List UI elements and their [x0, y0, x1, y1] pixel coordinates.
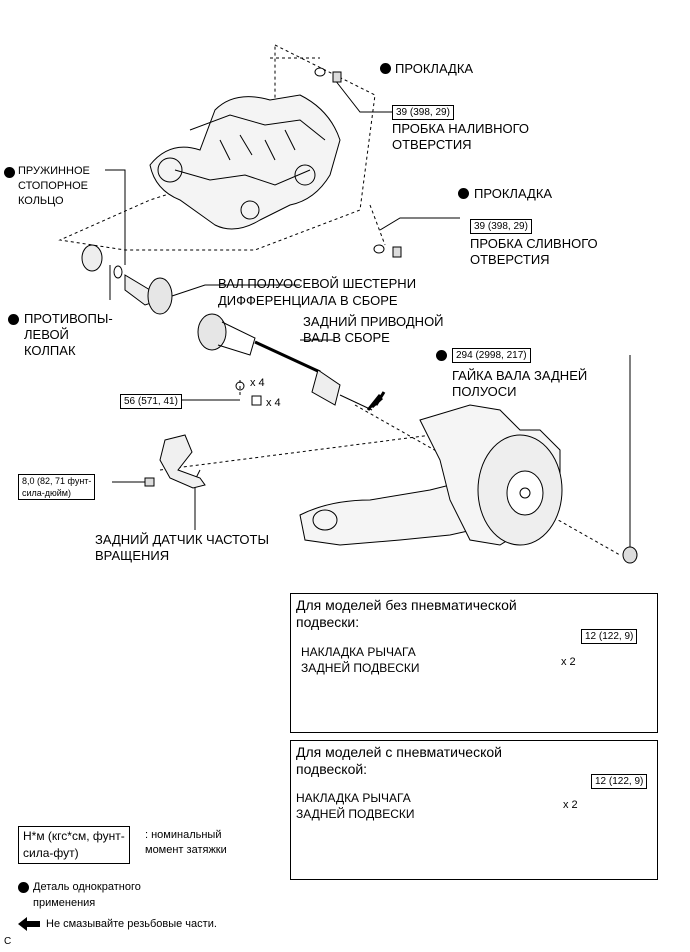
fill-plug-label-2: ОТВЕРСТИЯ	[392, 137, 472, 152]
driveshaft-nut-part	[251, 395, 262, 406]
gasket-mid-label: ПРОКЛАДКА	[474, 186, 553, 201]
nonreusable-icon	[458, 188, 469, 199]
panel-air-qty: x 2	[563, 799, 578, 811]
nonreusable-icon	[4, 167, 15, 178]
panel-no-air-torque: 12 (122, 9)	[581, 629, 638, 644]
drive-shaft-label-2: ВАЛ В СБОРЕ	[303, 330, 390, 345]
driveshaft-nut-qty: x 4	[266, 397, 281, 409]
snap-ring-part	[113, 265, 123, 279]
panel-no-air-qty: x 2	[561, 656, 576, 668]
panel-air-part-2: ЗАДНЕЙ ПОДВЕСКИ	[296, 807, 415, 821]
no-grease-arrow	[366, 391, 386, 411]
panel-air-part-1: НАКЛАДКА РЫЧАГА	[296, 791, 411, 805]
dust-cover-label-3: КОЛПАК	[24, 343, 76, 358]
drain-plug-label-1: ПРОБКА СЛИВНОГО	[470, 236, 598, 251]
snap-ring-label-1: ПРУЖИННОЕ	[18, 165, 90, 177]
panel-no-air-title-1: Для моделей без пневматической	[296, 597, 517, 613]
fill-plug-label-1: ПРОБКА НАЛИВНОГО	[392, 121, 530, 136]
drain-plug-torque: 39 (398, 29)	[470, 219, 532, 234]
snap-ring-label-2: СТОПОРНОЕ	[18, 180, 88, 192]
snap-ring-label-3: КОЛЬЦО	[18, 195, 64, 207]
fill-plug-torque: 39 (398, 29)	[392, 105, 454, 120]
drive-shaft-part	[197, 313, 373, 411]
washer-part	[235, 381, 245, 391]
dust-cover-label-2: ЛЕВОЙ	[24, 327, 69, 342]
panel-air-title-2: подвеской:	[296, 761, 368, 777]
legend-unit-desc-2: момент затяжки	[145, 844, 227, 856]
gasket-mid-part	[373, 244, 385, 254]
legend-unit-2: сила-фут)	[23, 846, 79, 860]
axle-nut-part	[622, 546, 638, 564]
panel-no-air-part-1: НАКЛАДКА РЫЧАГА	[301, 645, 416, 659]
side-gear-shaft-label-1: ВАЛ ПОЛУОСЕВОЙ ШЕСТЕРНИ	[218, 276, 417, 291]
speed-sensor-torque-2: сила-дюйм)	[22, 488, 71, 498]
gasket-top-label: ПРОКЛАДКА	[395, 61, 474, 76]
drain-plug-part	[392, 246, 402, 258]
legend-nonreusable-2: применения	[33, 897, 96, 909]
driveshaft-nut-torque: 56 (571, 41)	[120, 394, 182, 409]
speed-sensor-label-2: ВРАЩЕНИЯ	[95, 548, 170, 563]
dust-cover-part	[81, 244, 103, 272]
legend-nonreusable-1: Деталь однократного	[33, 881, 141, 893]
gasket-top-part	[314, 67, 326, 77]
speed-sensor-label-1: ЗАДНИЙ ДАТЧИК ЧАСТОТЫ	[95, 532, 269, 547]
washer-qty: x 4	[250, 377, 265, 389]
panel-air-torque: 12 (122, 9)	[591, 774, 648, 789]
panel-no-air-part-2: ЗАДНЕЙ ПОДВЕСКИ	[301, 661, 420, 675]
side-gear-shaft-part	[124, 274, 173, 315]
side-gear-shaft-label-2: ДИФФЕРЕНЦИАЛА В СБОРЕ	[218, 293, 398, 308]
legend-unit-1: Н*м (кгс*см, фунт-	[23, 829, 125, 843]
axle-hub-part	[419, 404, 563, 546]
panel-air-suspension: Для моделей с пневматической подвеской: …	[290, 740, 658, 880]
legend-unit-box: Н*м (кгс*см, фунт- сила-фут)	[18, 826, 130, 864]
axle-nut-torque: 294 (2998, 217)	[452, 348, 531, 363]
legend-arrow-icon	[18, 917, 40, 931]
speed-sensor-torque-1: 8,0 (82, 71 фунт-	[22, 476, 92, 486]
legend-no-grease: Не смазывайте резьбовые части.	[46, 918, 217, 930]
legend-unit-desc-1: : номинальный	[145, 829, 222, 841]
differential-carrier	[149, 94, 341, 230]
panel-no-air-title-2: подвески:	[296, 614, 360, 630]
speed-sensor-torque: 8,0 (82, 71 фунт- сила-дюйм)	[18, 474, 96, 500]
axle-nut-label-2: ПОЛУОСИ	[452, 384, 517, 399]
dust-cover-label-1: ПРОТИВОПЫ-	[24, 311, 113, 326]
axle-nut-label-1: ГАЙКА ВАЛА ЗАДНЕЙ	[452, 368, 588, 383]
corner-mark: C	[4, 936, 12, 947]
drive-shaft-label-1: ЗАДНИЙ ПРИВОДНОЙ	[303, 314, 444, 329]
nonreusable-icon	[436, 350, 447, 361]
nonreusable-icon	[8, 314, 19, 325]
speed-sensor-part	[144, 434, 206, 489]
panel-air-title-1: Для моделей с пневматической	[296, 744, 502, 760]
panel-no-air-suspension: Для моделей без пневматической подвески:…	[290, 593, 658, 733]
drain-plug-label-2: ОТВЕРСТИЯ	[470, 252, 550, 267]
fill-plug-part	[332, 71, 342, 83]
nonreusable-icon	[380, 63, 391, 74]
legend-nonreusable-icon	[18, 882, 29, 893]
